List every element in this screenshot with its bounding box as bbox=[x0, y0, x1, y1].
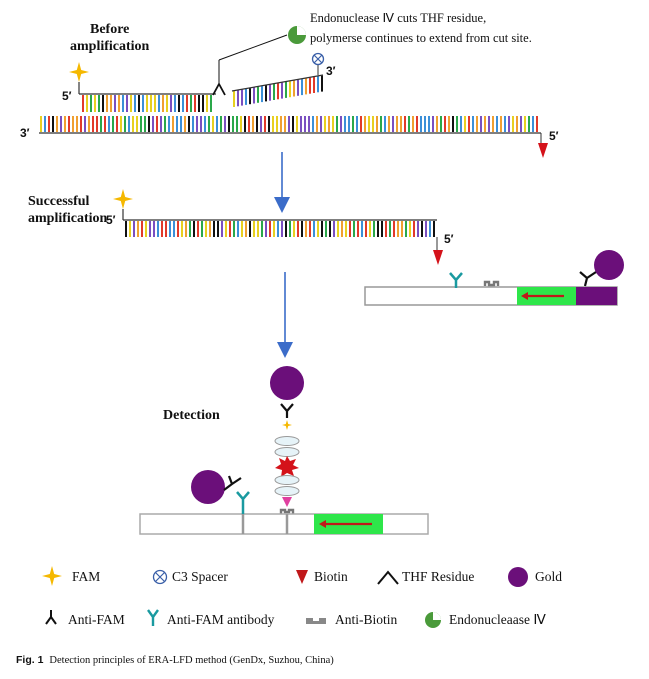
stage-label-detection: Detection bbox=[163, 408, 220, 423]
stage-label-line: Before bbox=[90, 22, 130, 37]
endonuclease-annotation: Endonuclease Ⅳ cuts THF residue, polymer… bbox=[310, 8, 532, 48]
fam-star-icon bbox=[113, 189, 133, 209]
c3-spacer-icon bbox=[311, 52, 325, 66]
fam-star-icon bbox=[42, 566, 62, 586]
amplicon-burst-icon bbox=[275, 456, 299, 477]
annotation-line: polymerse continues to extend from cut s… bbox=[310, 31, 532, 45]
five-prime-label: 5′ bbox=[106, 213, 116, 227]
five-prime-label: 5′ bbox=[549, 129, 559, 143]
figure-caption: Fig. 1 Detection principles of ERA-LFD me… bbox=[16, 654, 334, 666]
biotin-triangle-icon bbox=[282, 497, 292, 507]
legend-label-gold: Gold bbox=[535, 569, 562, 584]
template-strand-bases bbox=[40, 116, 538, 132]
legend-label-anti-fam: Anti-FAM bbox=[68, 612, 125, 627]
biotin-triangle-icon bbox=[433, 250, 443, 265]
anti-biotin-icon bbox=[483, 280, 500, 287]
biotin-triangle-icon bbox=[296, 570, 308, 584]
three-prime-label: 3′ bbox=[326, 64, 336, 78]
stage-label-line: Successful bbox=[28, 194, 90, 209]
fam-star-icon bbox=[69, 62, 89, 82]
reverse-primer-bases bbox=[233, 75, 323, 107]
anti-fam-icon bbox=[223, 475, 242, 491]
stage-label-successful: Successful amplification bbox=[28, 193, 107, 227]
gold-particle-icon bbox=[191, 470, 225, 504]
successful-amplification-group bbox=[113, 189, 443, 265]
anti-biotin-icon bbox=[279, 508, 295, 514]
detection-group bbox=[139, 366, 429, 535]
gold-particle-icon bbox=[270, 366, 304, 400]
endonuclease-icon bbox=[288, 26, 306, 44]
fam-star-icon bbox=[282, 420, 292, 430]
legend-label-c3-spacer: C3 Spacer bbox=[172, 569, 228, 584]
lateral-flow-strip-bottom bbox=[139, 513, 429, 535]
gold-particle-icon bbox=[508, 567, 528, 587]
anti-fam-antibody-icon bbox=[449, 272, 463, 288]
biotin-triangle-icon bbox=[538, 143, 548, 158]
anti-fam-icon bbox=[45, 610, 57, 625]
legend-icons bbox=[42, 566, 528, 628]
stage-label-line: amplification bbox=[28, 211, 108, 226]
anti-fam-icon bbox=[280, 403, 294, 418]
five-prime-label: 5′ bbox=[62, 89, 72, 103]
caption-text: Detection principles of ERA-LFD method (… bbox=[49, 655, 334, 666]
legend-label-endonuclease: Endonucleaase Ⅳ bbox=[449, 612, 546, 627]
annotation-line: Endonuclease Ⅳ cuts THF residue, bbox=[310, 11, 487, 25]
amplicon-bases bbox=[125, 221, 435, 237]
anti-fam-antibody-icon bbox=[147, 609, 159, 626]
legend-label-anti-fam-antibody: Anti-FAM antibody bbox=[167, 612, 275, 627]
before-amplification-group bbox=[39, 26, 548, 158]
anti-fam-icon bbox=[579, 271, 597, 287]
legend-label-fam: FAM bbox=[72, 569, 101, 584]
thf-residue-icon bbox=[377, 570, 399, 585]
figure-number: Fig. 1 bbox=[16, 654, 44, 666]
stage-label-line: amplification bbox=[70, 39, 150, 54]
endonuclease-icon bbox=[425, 612, 441, 628]
anti-biotin-icon bbox=[306, 618, 326, 624]
legend-label-thf-residue: THF Residue bbox=[402, 569, 475, 584]
anti-fam-antibody-icon bbox=[236, 491, 250, 514]
gold-particle-icon bbox=[594, 250, 624, 280]
legend-label-biotin: Biotin bbox=[314, 569, 348, 584]
thf-cut-icon bbox=[212, 82, 226, 96]
legend-label-anti-biotin: Anti-Biotin bbox=[335, 612, 398, 627]
stage-label-before: Before amplification bbox=[70, 21, 149, 55]
c3-spacer-icon bbox=[152, 569, 168, 585]
five-prime-label: 5′ bbox=[444, 232, 454, 246]
primer-strand-bases bbox=[82, 95, 212, 112]
lateral-flow-strip-top bbox=[364, 250, 624, 306]
three-prime-label: 3′ bbox=[20, 126, 30, 140]
